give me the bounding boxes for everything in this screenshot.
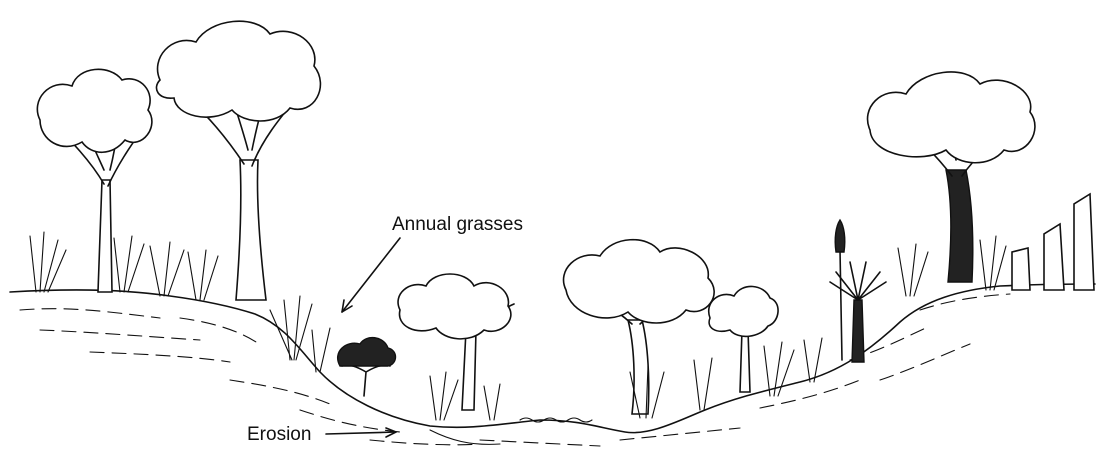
label-annual-grasses: Annual grasses: [392, 214, 523, 236]
tree-center-left: [398, 274, 514, 410]
stumps: [1012, 194, 1094, 290]
tree-left: [37, 69, 152, 292]
label-erosion: Erosion: [247, 424, 311, 446]
annotation-arrows: [326, 238, 400, 437]
arrow-annual-grasses: [342, 238, 400, 312]
grass-tree: [830, 262, 886, 362]
arrow-erosion: [326, 432, 396, 434]
tree-right: [868, 72, 1035, 282]
tree-center: [564, 240, 715, 414]
shrub-dark: [338, 338, 396, 396]
